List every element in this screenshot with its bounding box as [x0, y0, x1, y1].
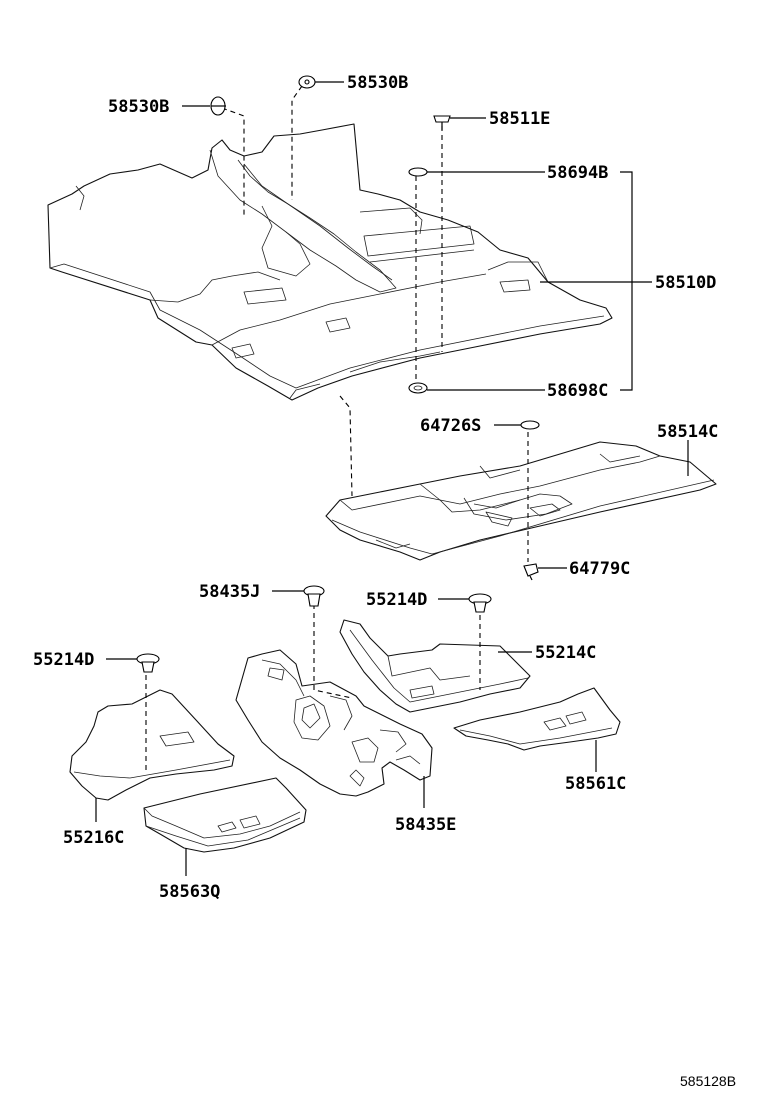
label-55216c: 55216C — [63, 828, 124, 848]
mat-58563q — [143, 777, 307, 853]
label-58563q: 58563Q — [159, 882, 220, 902]
floor-carpet-58510d — [47, 123, 613, 401]
diagram-code: 585128B — [680, 1073, 736, 1089]
clip-58530b-left — [210, 96, 226, 116]
label-58530b-left: 58530B — [108, 97, 169, 117]
label-55214d-left: 55214D — [33, 650, 94, 670]
leader-lines — [95, 81, 689, 876]
clip-64726s — [520, 420, 540, 430]
label-64779c: 64779C — [569, 559, 630, 579]
clip-58694b — [408, 167, 428, 177]
label-58561c: 58561C — [565, 774, 626, 794]
clip-58511e — [433, 115, 451, 130]
silencer-55216c — [69, 689, 235, 801]
label-58510d: 58510D — [655, 273, 716, 293]
clip-55214d-left — [136, 653, 160, 673]
clip-64779c — [523, 563, 539, 581]
silencer-58435e — [235, 649, 433, 797]
label-55214d-mid: 55214D — [366, 590, 427, 610]
label-58514c: 58514C — [657, 422, 718, 442]
clip-58435j — [303, 585, 325, 607]
silencer-55214c — [339, 619, 531, 713]
clip-58698c — [408, 382, 428, 394]
label-58698c: 58698C — [547, 381, 608, 401]
label-64726s: 64726S — [420, 416, 481, 436]
mat-58561c — [453, 687, 621, 751]
assembly-guide-lines — [145, 85, 529, 770]
rear-carpet-58514c — [325, 441, 717, 561]
label-58511e: 58511E — [489, 109, 550, 129]
label-58530b-top: 58530B — [347, 73, 408, 93]
label-58694b: 58694B — [547, 163, 608, 183]
clip-55214d-mid — [468, 593, 492, 613]
label-58435j: 58435J — [199, 582, 260, 602]
label-58435e: 58435E — [395, 815, 456, 835]
label-55214c: 55214C — [535, 643, 596, 663]
clip-58530b-top — [298, 75, 316, 89]
